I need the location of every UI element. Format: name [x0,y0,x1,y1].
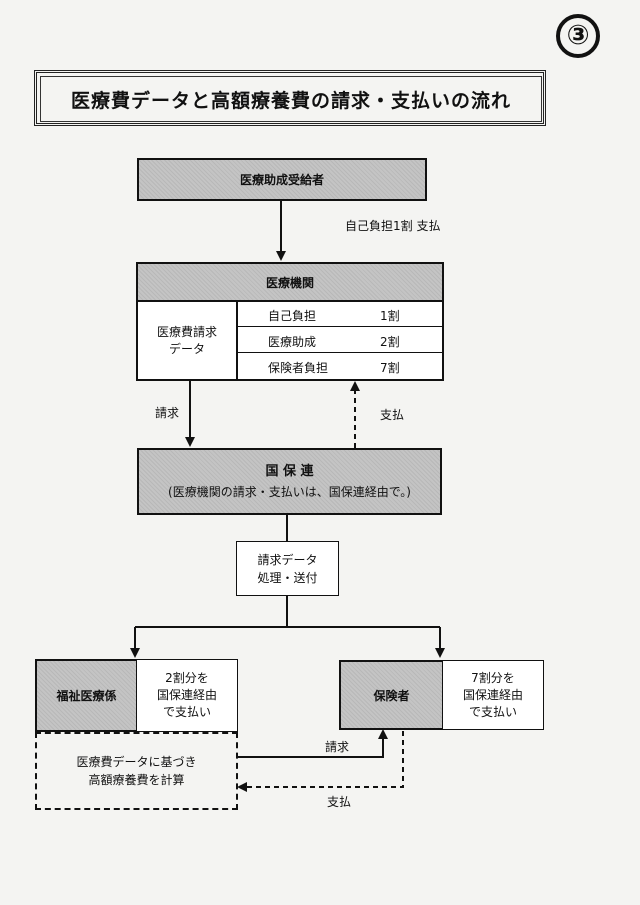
insurer-note-line: 国保連経由 [462,687,523,702]
claim-data-label-line-2: データ [168,341,205,356]
burden-ratio: 2割 [380,335,400,349]
claim-data-label: 医療費請求 データ [138,302,238,379]
medical-institution-box: 医療機関 医療費請求 データ 自己負担 1割 医療助成 2割 保険者負担 7割 [136,262,444,381]
insurer-note-line: で支払い [468,704,517,719]
burden-item: 保険者負担 [268,361,329,375]
medical-institution-header: 医療機関 [138,264,442,302]
calc-line-2: 高額療養費を計算 [88,773,185,787]
kokuho-box: 国 保 連 (医療機関の請求・支払いは、国保連経由で。) [137,448,442,515]
burden-ratio: 1割 [380,309,400,323]
welfare-note-line: 国保連経由 [156,688,217,702]
welfare-box: 福祉医療係 [35,659,138,732]
processing-box: 請求データ 処理・送付 [236,541,339,596]
welfare-note-line: 2割分を [165,671,209,685]
welfare-note-line: で支払い [162,705,211,719]
bottom-payment-label: 支払 [327,795,352,809]
burden-table: 自己負担 1割 医療助成 2割 保険者負担 7割 [238,302,442,379]
burden-ratio: 7割 [380,361,400,375]
burden-item: 医療助成 [268,335,317,349]
payment-label: 支払 [380,408,405,422]
kokuho-name: 国 保 連 [265,463,314,479]
bottom-claim-label: 請求 [325,740,350,754]
arrow-calc-to-insurer [237,729,388,758]
recipient-payment-label: 自己負担1割 支払 [345,219,441,233]
claim-label: 請求 [155,406,180,420]
processing-line-2: 処理・送付 [257,570,318,585]
title-frame: 医療費データと高額療養費の請求・支払いの流れ [34,70,546,126]
burden-row: 医療助成 2割 [238,327,442,353]
welfare-note-box: 2割分を 国保連経由 で支払い [136,659,238,732]
insurer-box: 保険者 [339,660,444,730]
claim-data-label-line-1: 医療費請求 [156,324,217,339]
burden-row: 保険者負担 7割 [238,353,442,379]
processing-line-1: 請求データ [257,552,318,567]
calc-line-1: 医療費データに基づき [76,755,197,769]
kokuho-note: (医療機関の請求・支払いは、国保連経由で。) [168,484,411,499]
insurer-note-line: 7割分を [471,670,515,685]
burden-item: 自己負担 [268,309,317,323]
page-title: 医療費データと高額療養費の請求・支払いの流れ [40,76,542,122]
burden-row: 自己負担 1割 [238,302,442,327]
recipient-box: 医療助成受給者 [137,158,427,201]
page-number-badge: ③ [556,14,600,58]
calc-box: 医療費データに基づき 高額療養費を計算 [35,732,238,810]
arrow-insurer-to-calc [237,731,404,792]
insurer-note-box: 7割分を 国保連経由 で支払い [442,660,544,730]
